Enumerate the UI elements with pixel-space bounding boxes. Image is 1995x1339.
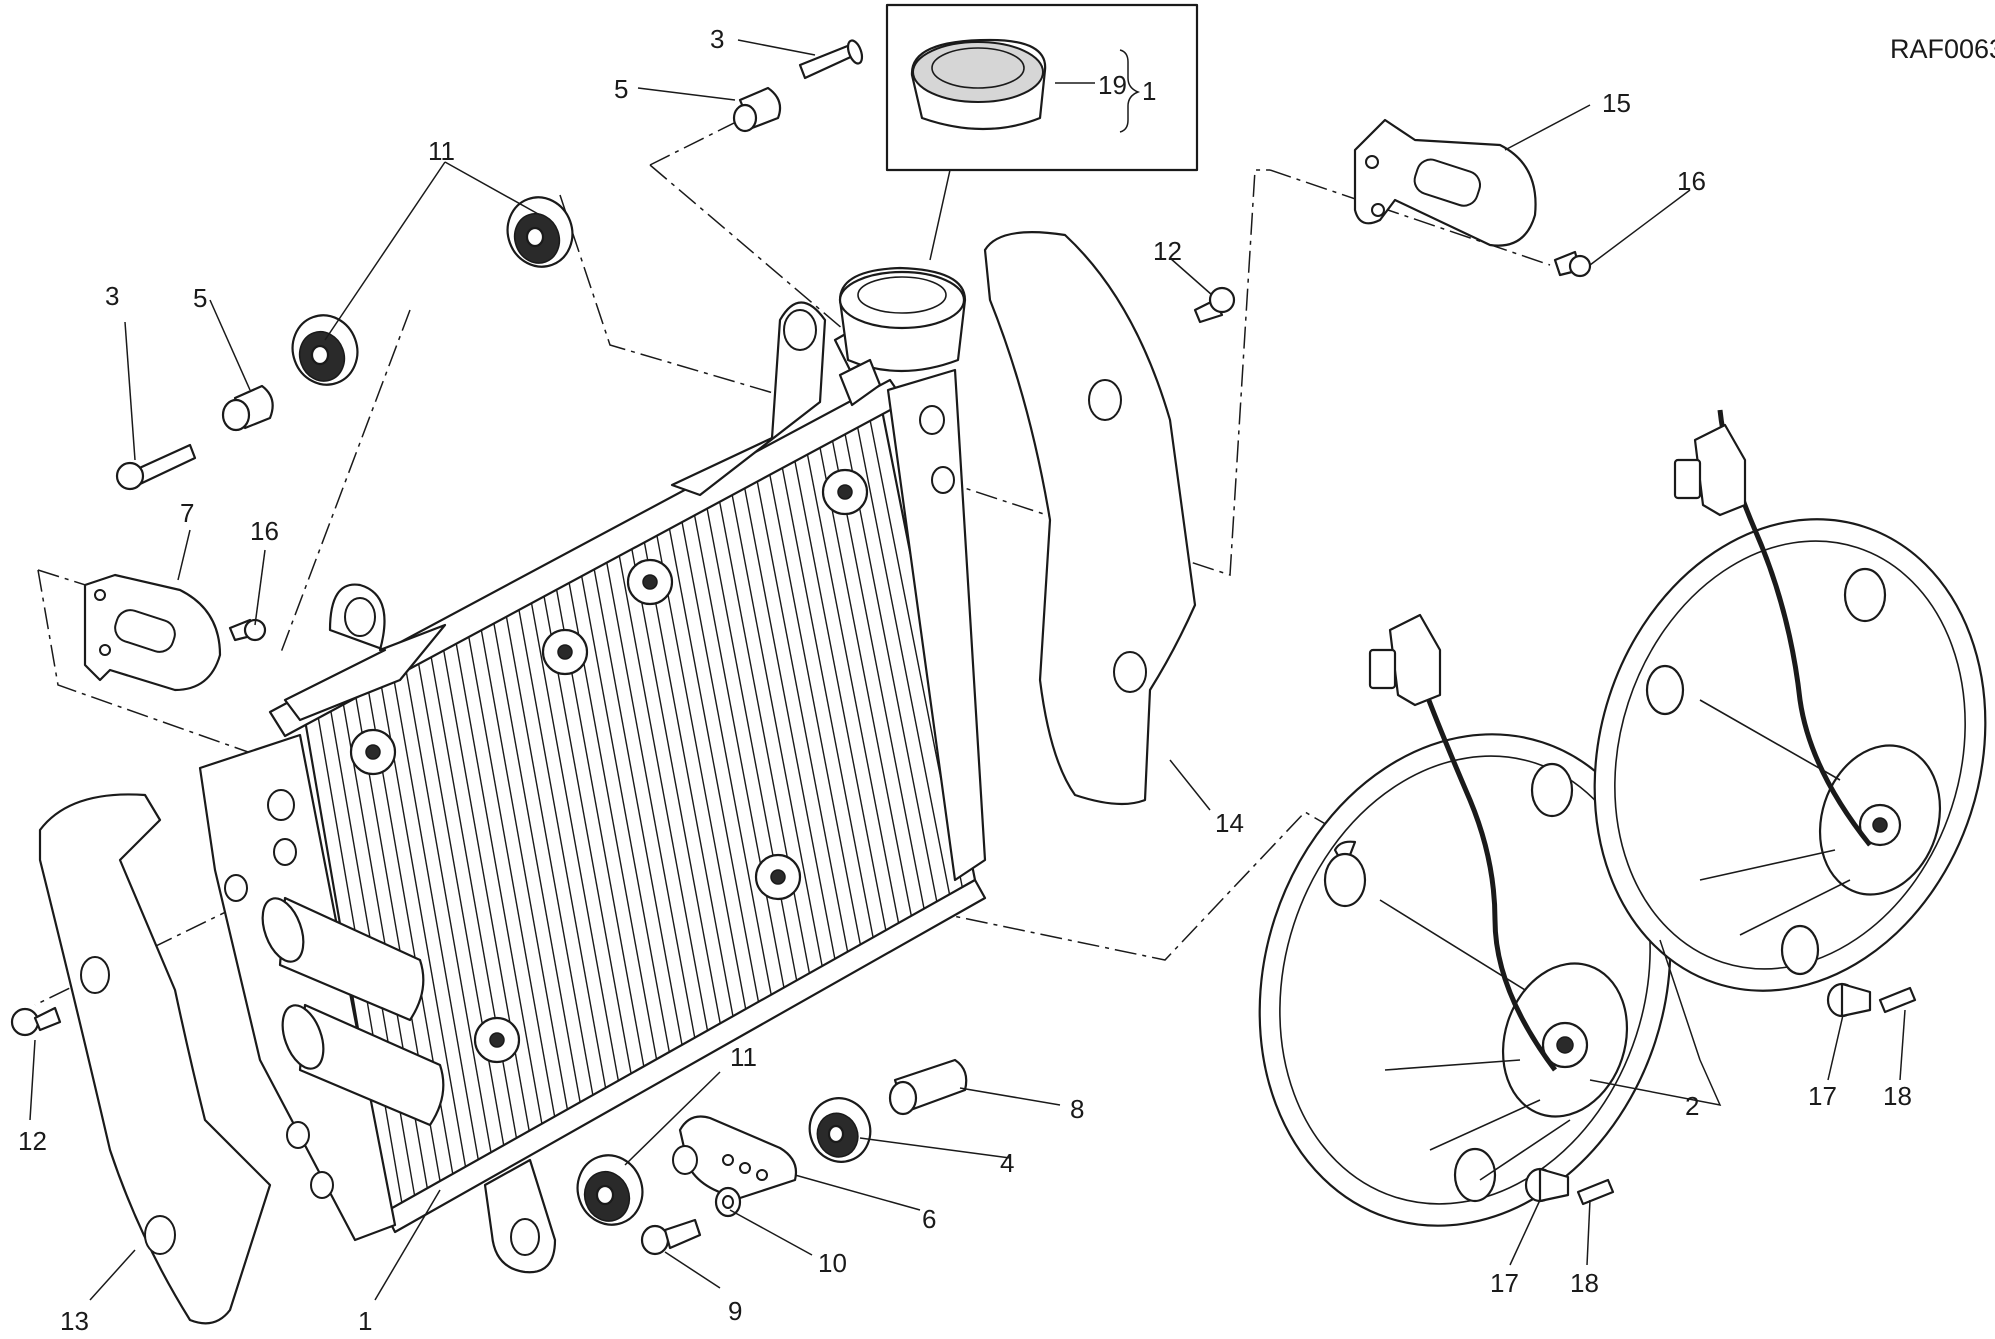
- callout-3-top: 3: [710, 24, 724, 54]
- callout-9: 9: [728, 1296, 742, 1326]
- radiator-fin: [416, 657, 506, 1150]
- hardware-bottom: [576, 1058, 968, 1256]
- callout-14: 14: [1215, 808, 1244, 838]
- radiator-fin: [404, 664, 493, 1157]
- callout-5-top: 5: [614, 74, 628, 104]
- radiator-fin: [666, 518, 760, 1004]
- radiator-fin: [604, 552, 696, 1041]
- radiator-lower-bracket: [483, 1158, 557, 1274]
- bracket-7: [83, 573, 222, 692]
- radiator-fin: [629, 539, 722, 1026]
- radiator-fin: [641, 532, 735, 1019]
- radiator-core: [268, 378, 987, 1234]
- radiator-fin: [704, 497, 798, 983]
- radiator-left-tank: [198, 733, 445, 1242]
- callout-1-bottom: 1: [358, 1306, 372, 1336]
- shroud-14: [983, 231, 1197, 806]
- radiator-right-tank: [886, 368, 987, 882]
- callout-18-a: 18: [1883, 1081, 1912, 1111]
- radiator-fin: [804, 441, 900, 924]
- radiator-fin: [816, 434, 913, 917]
- callout-12-left: 12: [18, 1126, 47, 1156]
- radiator-fin: [479, 622, 569, 1114]
- callout-17-b: 17: [1490, 1268, 1519, 1298]
- callouts: RAF00639 19 1 3 5 11 5 3 7 16 15 16 12 1…: [18, 24, 1995, 1336]
- callout-3-left: 3: [105, 281, 119, 311]
- callout-6: 6: [922, 1204, 936, 1234]
- callout-16-right: 16: [1677, 166, 1706, 196]
- radiator-fin: [791, 448, 887, 932]
- fan-hardware: [1524, 982, 1917, 1206]
- radiator-fin: [854, 413, 951, 895]
- callout-12-mid: 12: [1153, 236, 1182, 266]
- radiator-fin: [779, 455, 874, 939]
- radiator-fin: [679, 511, 773, 997]
- radiator-fin: [391, 671, 480, 1165]
- shroud-13: [38, 793, 272, 1325]
- callout-2: 2: [1685, 1091, 1699, 1121]
- radiator-fin: [691, 504, 785, 990]
- radiator-mount-points: [349, 468, 869, 1064]
- callout-18-b: 18: [1570, 1268, 1599, 1298]
- cap-inset: [885, 3, 1199, 261]
- callout-5-left: 5: [193, 283, 207, 313]
- radiator-fin: [591, 559, 684, 1048]
- radiator-fin: [741, 476, 836, 961]
- radiator-fin: [516, 601, 607, 1092]
- hardware-top: [10, 39, 1592, 1037]
- callout-11-top: 11: [428, 136, 455, 166]
- callout-10: 10: [818, 1248, 847, 1278]
- radiator-fin: [529, 594, 620, 1085]
- drawing-ref: RAF00639: [1890, 34, 1995, 64]
- radiator-fin: [729, 483, 824, 968]
- radiator-fin: [716, 490, 811, 975]
- radiator-upper-brackets: [283, 301, 827, 722]
- radiator-fin: [491, 615, 582, 1106]
- callout-4: 4: [1000, 1148, 1014, 1178]
- callout-kit-1: 1: [1142, 76, 1156, 106]
- bracket-15: [1353, 118, 1537, 247]
- leader-lines: [29, 39, 1906, 1301]
- radiator-fin: [454, 636, 544, 1128]
- callout-15: 15: [1602, 88, 1631, 118]
- callout-17-a: 17: [1808, 1081, 1837, 1111]
- callout-7: 7: [180, 498, 194, 528]
- callout-8: 8: [1070, 1094, 1084, 1124]
- callout-16-left: 16: [250, 516, 279, 546]
- cooling-fan-rear: [1593, 409, 1987, 992]
- radiator-fin: [504, 608, 595, 1099]
- radiator-fin: [754, 469, 849, 953]
- radiator-fin: [766, 462, 862, 946]
- radiator-fin: [616, 545, 709, 1034]
- radiator-fin: [654, 525, 747, 1012]
- radiator-fin: [466, 629, 557, 1121]
- callout-11-bottom: 11: [730, 1042, 757, 1072]
- radiator-filler-cap: [833, 266, 967, 407]
- callout-13: 13: [60, 1306, 89, 1336]
- callout-19: 19: [1098, 70, 1127, 100]
- radiator-fin: [579, 566, 671, 1055]
- cooling-fan-front: [1258, 613, 1672, 1227]
